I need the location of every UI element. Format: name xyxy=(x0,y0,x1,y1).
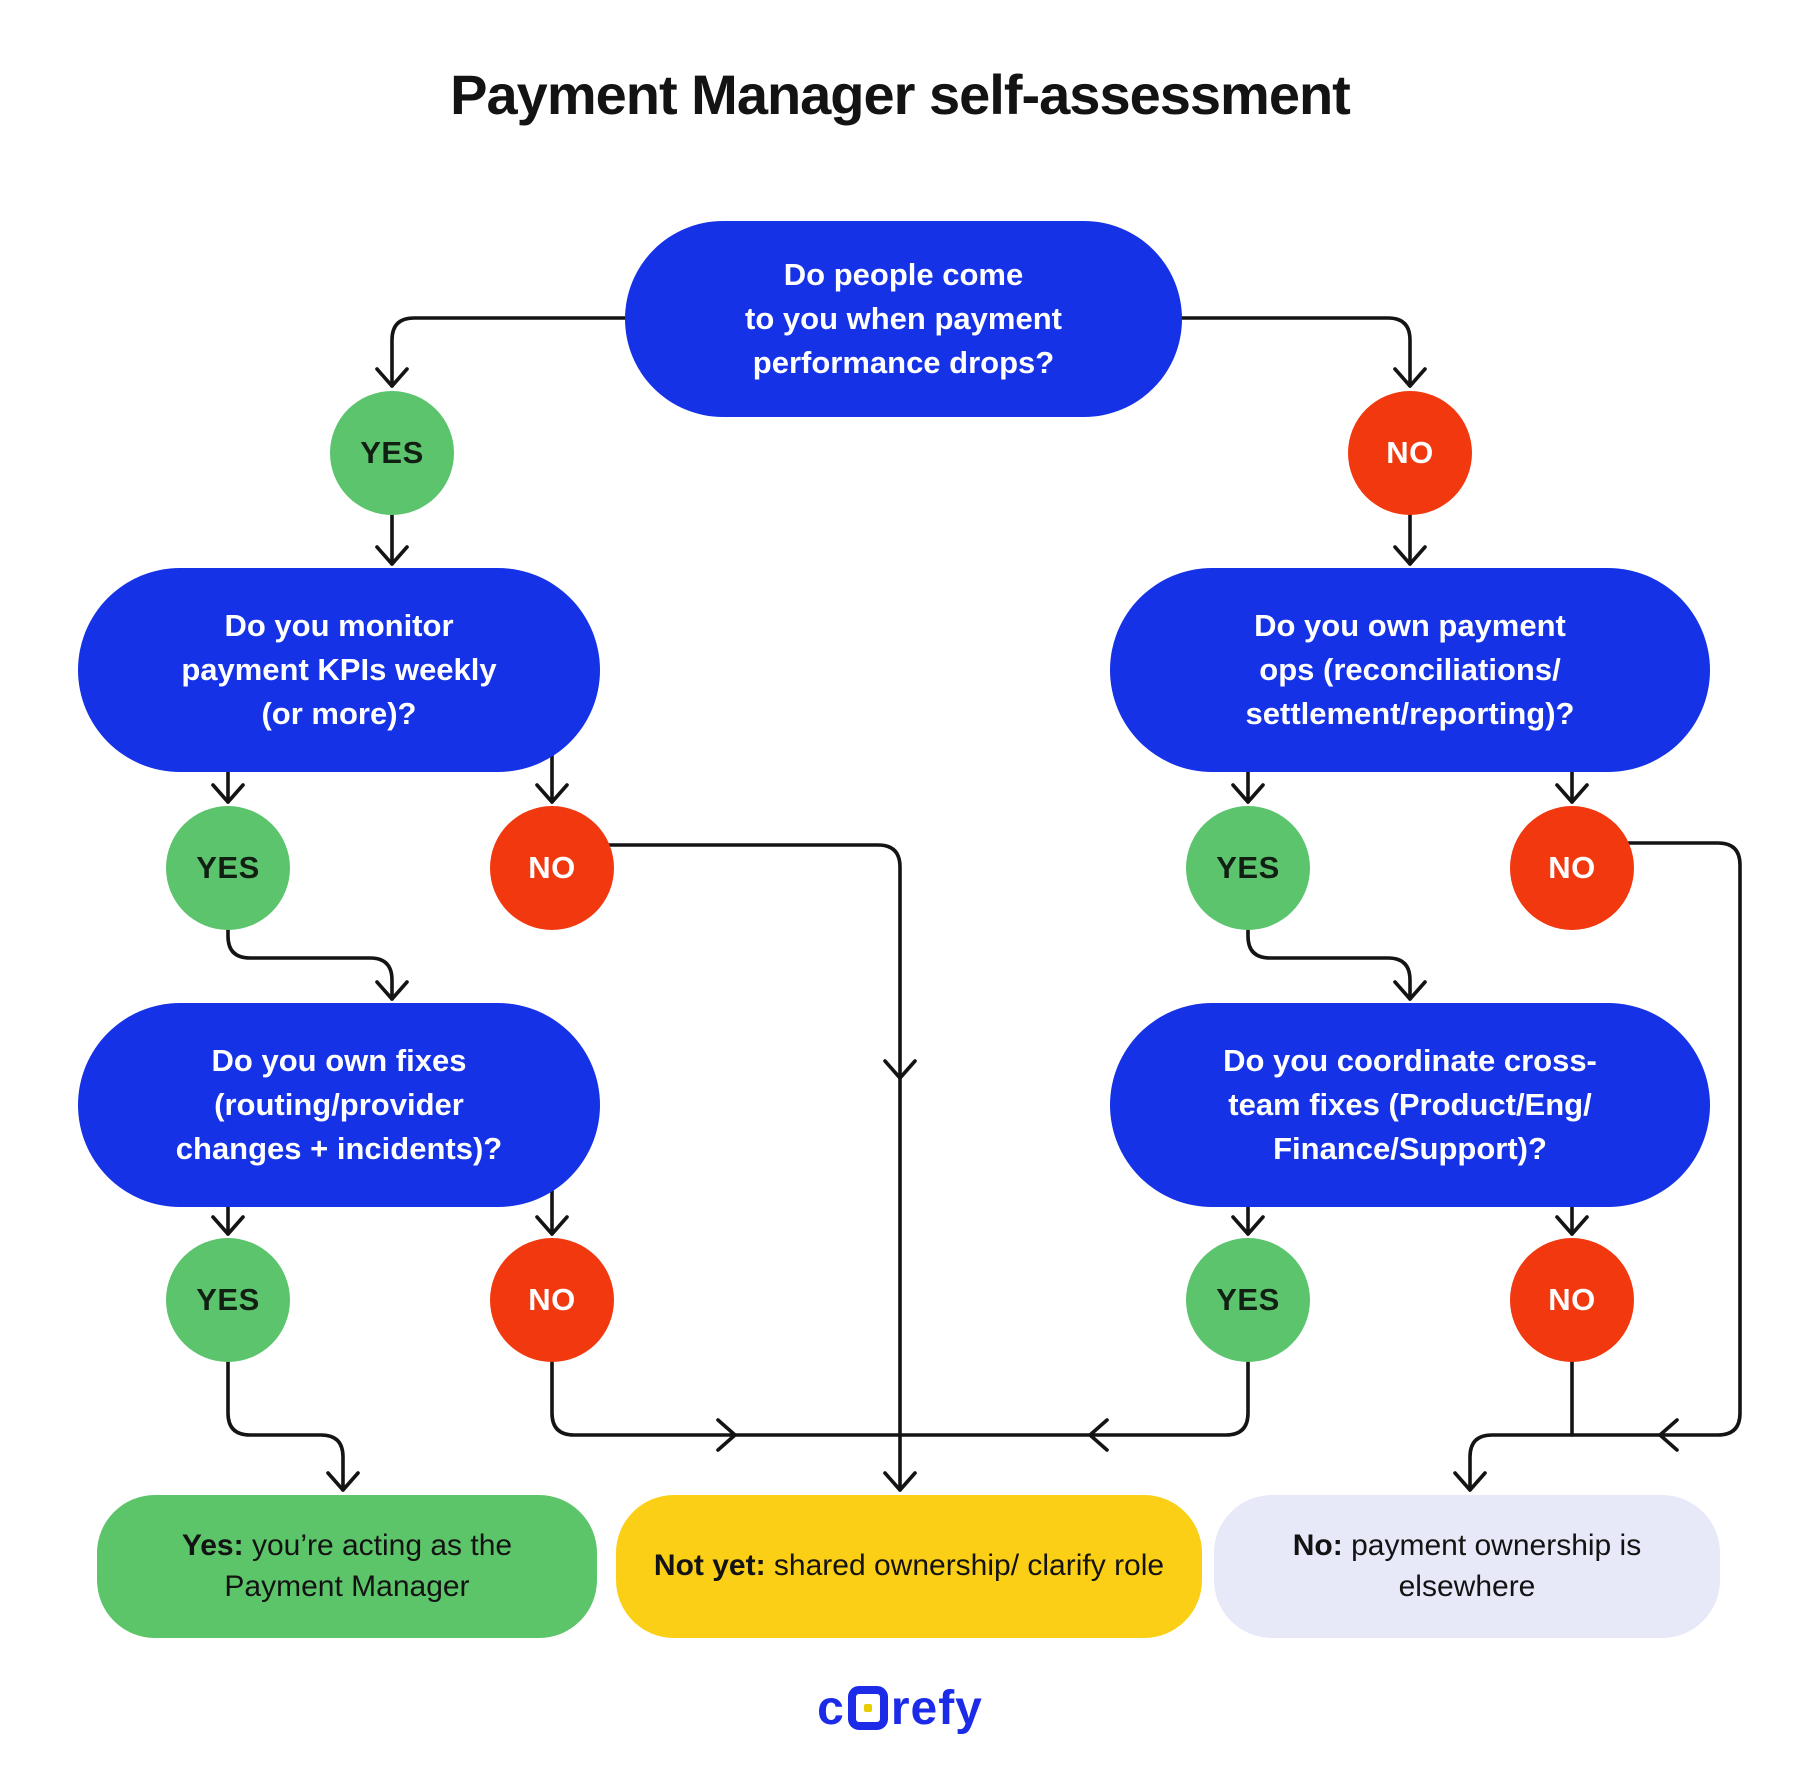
arrowhead-down-icon xyxy=(535,1215,569,1236)
arrowhead-down-icon xyxy=(211,1215,245,1236)
arrowhead-down-icon xyxy=(326,1471,360,1492)
connector-edges xyxy=(226,316,1742,1492)
no-circle-root: NO xyxy=(1348,391,1472,515)
logo-dot-icon xyxy=(863,1704,872,1712)
outcome-text: No: payment ownership is elsewhere xyxy=(1244,1526,1690,1607)
arrowhead-down-icon xyxy=(1555,1215,1589,1236)
question-right-cross-team: Do you coordinate cross- team fixes (Pro… xyxy=(1110,1003,1710,1207)
arrowhead-down-icon xyxy=(1453,1471,1487,1492)
yes-circle-right-q2: YES xyxy=(1186,806,1310,930)
logo-text-pre: c xyxy=(817,1681,845,1735)
connector-path xyxy=(390,316,627,388)
question-left-kpis: Do you monitor payment KPIs weekly (or m… xyxy=(78,568,600,772)
no-circle-right-q2: NO xyxy=(1510,806,1634,930)
outcome-text: Yes: you’re acting as the Payment Manage… xyxy=(127,1526,567,1607)
no-circle-left-q2: NO xyxy=(490,806,614,930)
connector-path xyxy=(550,843,902,1492)
logo-o-icon xyxy=(847,1686,888,1730)
arrowhead-down-icon xyxy=(1231,783,1265,804)
yes-circle-left-q2: YES xyxy=(166,806,290,930)
yes-circle-left-q3: YES xyxy=(166,1238,290,1362)
outcome-body: shared ownership/ clarify role xyxy=(765,1549,1165,1583)
arrowhead-down-icon xyxy=(1393,545,1427,566)
connector-arrowheads xyxy=(211,367,1679,1492)
no-circle-right-q3: NO xyxy=(1510,1238,1634,1362)
connector-path xyxy=(1246,928,1412,1001)
no-circle-left-q3: NO xyxy=(490,1238,614,1362)
outcome-prefix: Not yet: xyxy=(653,1549,766,1583)
outcome-prefix: Yes: xyxy=(181,1529,244,1562)
yes-circle-root: YES xyxy=(330,391,454,515)
connector-path xyxy=(226,1360,345,1492)
yes-circle-right-q3: YES xyxy=(1186,1238,1310,1362)
arrowhead-down-icon xyxy=(1393,980,1427,1001)
arrowhead-left-icon xyxy=(1658,1418,1679,1452)
connector-path xyxy=(226,928,394,1001)
outcome-ownership-elsewhere: No: payment ownership is elsewhere xyxy=(1214,1495,1720,1638)
arrowhead-down-icon xyxy=(883,1471,917,1492)
connector-path xyxy=(898,1360,1250,1437)
outcome-body: payment ownership is elsewhere xyxy=(1342,1529,1642,1603)
connector-path xyxy=(550,1360,902,1437)
arrowhead-down-icon xyxy=(535,783,569,804)
outcome-prefix: No: xyxy=(1292,1529,1343,1562)
arrowhead-down-icon xyxy=(1555,783,1589,804)
connector-path xyxy=(1468,841,1742,1492)
outcome-shared-ownership: Not yet: shared ownership/ clarify role xyxy=(616,1495,1202,1638)
arrowhead-down-icon xyxy=(375,545,409,566)
arrowhead-left-icon xyxy=(1088,1418,1109,1452)
arrowhead-down-icon xyxy=(375,367,409,388)
question-right-payment-ops: Do you own payment ops (reconciliations/… xyxy=(1110,568,1710,772)
outcome-body: you’re acting as the Payment Manager xyxy=(224,1529,513,1603)
arrowhead-down-icon xyxy=(1393,367,1427,388)
arrowhead-down-icon xyxy=(211,783,245,804)
arrowhead-right-icon xyxy=(716,1418,737,1452)
arrowhead-down-icon xyxy=(1231,1215,1265,1236)
question-left-own-fixes: Do you own fixes (routing/provider chang… xyxy=(78,1003,600,1207)
question-root: Do people come to you when payment perfo… xyxy=(625,221,1182,417)
connector-path xyxy=(1180,316,1412,388)
arrowhead-down-icon xyxy=(375,980,409,1001)
logo-text-post: refy xyxy=(890,1681,983,1735)
page-title: Payment Manager self-assessment xyxy=(450,63,1351,126)
outcome-payment-manager: Yes: you’re acting as the Payment Manage… xyxy=(97,1495,597,1638)
arrowhead-down-icon xyxy=(883,1059,917,1080)
outcome-text: Not yet: shared ownership/ clarify role xyxy=(654,1546,1164,1587)
